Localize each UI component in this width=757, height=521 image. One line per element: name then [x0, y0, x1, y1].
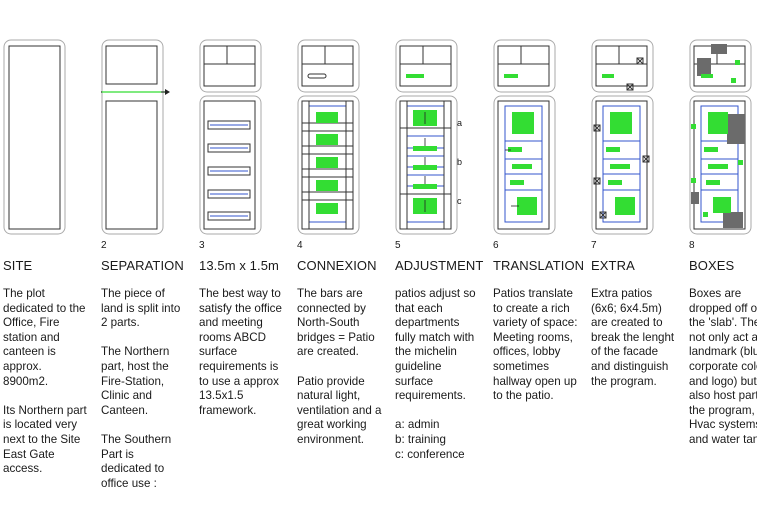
- label-b: b: [457, 157, 463, 167]
- framework-diagram: [199, 39, 262, 235]
- site-diagram: [3, 39, 66, 235]
- step-extra: 7 EXTRA Extra patios (6x6; 6x4.5m) are c…: [591, 0, 689, 521]
- paragraph: Patios translate to create a rich variet…: [493, 287, 578, 403]
- paragraph: a: admin: [395, 418, 440, 432]
- step-connexion: 4 CONNEXION The bars are connected by No…: [297, 0, 395, 521]
- step-number: 3: [199, 240, 205, 251]
- paragraph: Its Northern part is located very next t…: [3, 403, 87, 476]
- step-title: ADJUSTMENT: [395, 258, 484, 273]
- step-title: EXTRA: [591, 258, 635, 273]
- step-title: TRANSLATION: [493, 258, 585, 273]
- paragraph: The bars are connected by North-South br…: [297, 287, 375, 359]
- adjustment-diagram: [395, 39, 458, 235]
- step-description: Patios translate to create a rich variet…: [493, 287, 579, 404]
- translation-diagram: [493, 39, 556, 235]
- paragraph: The best way to satisfy the office and m…: [199, 287, 282, 417]
- paragraph: c: conference: [395, 447, 465, 461]
- step-number: 4: [297, 240, 303, 251]
- step-adjustment: a b c 5 ADJUSTMENT patios adjust so that…: [395, 0, 493, 521]
- step-description: The best way to satisfy the office and m…: [199, 287, 285, 418]
- step-description: Boxes are dropped off on the 'slab'. The…: [689, 287, 757, 448]
- paragraph: patios adjust so that each departments f…: [395, 287, 476, 403]
- paragraph: The piece of land is split into 2 parts.: [101, 287, 181, 330]
- step-title: BOXES: [689, 258, 735, 273]
- step-number: 8: [689, 240, 695, 251]
- step-title: SITE: [3, 258, 33, 273]
- step-translation: 6 TRANSLATION Patios translate to create…: [493, 0, 591, 521]
- step-title: 13.5m x 1.5m: [199, 258, 279, 273]
- step-site: SITE The plot dedicated to the Office, F…: [3, 0, 101, 521]
- step-number: 2: [101, 240, 107, 251]
- paragraph: Extra patios (6x6; 6x4.5m) are created t…: [591, 287, 675, 388]
- paragraph: The Southern Part is dedicated to office…: [101, 432, 172, 490]
- paragraph: Boxes are dropped off on the 'slab'. The…: [689, 287, 757, 446]
- step-separation: 2 SEPARATION The piece of land is split …: [101, 0, 199, 521]
- step-description: The plot dedicated to the Office, Fire s…: [3, 287, 89, 477]
- step-boxes: 8 BOXES Boxes are dropped off on the 'sl…: [689, 0, 757, 521]
- step-description: The piece of land is split into 2 parts.…: [101, 287, 187, 491]
- label-c: c: [457, 196, 462, 206]
- step-framework: 3 13.5m x 1.5m The best way to satisfy t…: [199, 0, 297, 521]
- step-number: 6: [493, 240, 499, 251]
- step-description: patios adjust so that each departments f…: [395, 287, 481, 462]
- extra-diagram: [591, 39, 654, 235]
- label-a: a: [457, 118, 463, 128]
- paragraph: b: training: [395, 432, 446, 446]
- paragraph: Patio provide natural light, ventilation…: [297, 374, 382, 446]
- step-description: Extra patios (6x6; 6x4.5m) are created t…: [591, 287, 677, 389]
- connexion-diagram: [297, 39, 360, 235]
- step-number: 5: [395, 240, 401, 251]
- step-number: 7: [591, 240, 597, 251]
- step-title: CONNEXION: [297, 258, 377, 273]
- paragraph: The Northern part, host the Fire-Station…: [101, 345, 170, 417]
- step-description: The bars are connected by North-South br…: [297, 287, 383, 448]
- boxes-diagram: [689, 39, 752, 235]
- separation-diagram: [101, 39, 170, 235]
- paragraph: The plot dedicated to the Office, Fire s…: [3, 287, 86, 388]
- step-title: SEPARATION: [101, 258, 184, 273]
